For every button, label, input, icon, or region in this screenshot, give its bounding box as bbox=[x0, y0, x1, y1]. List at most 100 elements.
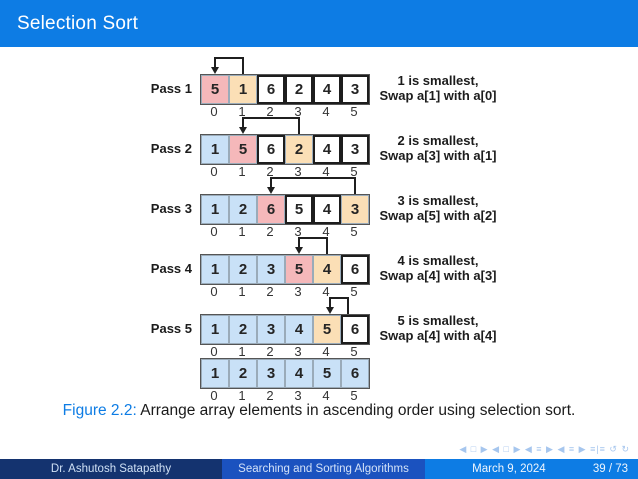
array-cell: 2 bbox=[229, 255, 257, 284]
index-label: 1 bbox=[238, 388, 246, 403]
array-cell: 2 bbox=[229, 315, 257, 344]
array-cell: 3 bbox=[257, 255, 285, 284]
pass-label: Pass 1 bbox=[150, 81, 192, 96]
array-cell: 1 bbox=[201, 359, 229, 388]
swap-note: 2 is smallest,Swap a[3] with a[1] bbox=[372, 133, 504, 163]
index-label: 1 bbox=[238, 164, 246, 179]
index-label: 4 bbox=[322, 388, 330, 403]
swap-note: 4 is smallest,Swap a[4] with a[3] bbox=[372, 253, 504, 283]
caption-text: Arrange array elements in ascending orde… bbox=[140, 402, 576, 419]
footer-page-number: 39 / 73 bbox=[592, 463, 628, 475]
swap-note-line: 5 is smallest, bbox=[397, 313, 479, 328]
index-label: 0 bbox=[210, 104, 218, 119]
pass-label: Pass 5 bbox=[150, 321, 192, 336]
array-cell: 4 bbox=[285, 359, 313, 388]
array-cell: 1 bbox=[201, 255, 229, 284]
array-cell: 3 bbox=[257, 359, 285, 388]
array-cell: 4 bbox=[313, 195, 341, 224]
array-cell: 4 bbox=[313, 135, 341, 164]
array-cell: 6 bbox=[341, 255, 369, 284]
swap-arrow-shaft bbox=[214, 57, 216, 68]
index-label: 2 bbox=[266, 224, 274, 239]
array-cell: 5 bbox=[229, 135, 257, 164]
index-label: 4 bbox=[322, 344, 330, 359]
index-label: 2 bbox=[266, 164, 274, 179]
swap-arrow-line bbox=[242, 117, 300, 119]
array-cell: 6 bbox=[257, 75, 285, 104]
index-label: 3 bbox=[294, 344, 302, 359]
swap-arrow-source bbox=[354, 177, 356, 194]
swap-arrow-line bbox=[214, 57, 244, 59]
index-label: 3 bbox=[294, 224, 302, 239]
index-label: 4 bbox=[322, 224, 330, 239]
swap-arrow-shaft bbox=[242, 117, 244, 128]
swap-note-line: 3 is smallest, bbox=[397, 193, 479, 208]
pass-label: Pass 4 bbox=[150, 261, 192, 276]
swap-arrow-shaft bbox=[329, 297, 332, 308]
array-cell: 4 bbox=[285, 315, 313, 344]
array-cell: 3 bbox=[341, 135, 369, 164]
array-cell: 2 bbox=[229, 359, 257, 388]
footer-doc-title: Searching and Sorting Algorithms bbox=[222, 459, 425, 479]
footer-doc-title-label: Searching and Sorting Algorithms bbox=[238, 463, 409, 475]
swap-arrow-shaft bbox=[270, 177, 272, 188]
swap-arrowhead-icon bbox=[326, 307, 335, 314]
swap-arrowhead-icon bbox=[267, 187, 275, 194]
swap-note-line: 2 is smallest, bbox=[397, 133, 479, 148]
swap-arrow-source bbox=[298, 117, 300, 134]
index-label: 4 bbox=[322, 284, 330, 299]
index-label: 3 bbox=[294, 104, 302, 119]
swap-arrow-line bbox=[270, 177, 356, 179]
slide-title-bar: Selection Sort bbox=[0, 0, 638, 47]
footer-author-label: Dr. Ashutosh Satapathy bbox=[50, 463, 172, 475]
index-label: 1 bbox=[238, 284, 246, 299]
index-label: 1 bbox=[238, 344, 246, 359]
swap-note-line: 4 is smallest, bbox=[397, 253, 479, 268]
swap-arrow-source bbox=[242, 57, 244, 74]
array-cell: 1 bbox=[201, 315, 229, 344]
swap-note-line: 1 is smallest, bbox=[397, 73, 479, 88]
array-cell: 6 bbox=[341, 359, 369, 388]
array-cell: 4 bbox=[313, 75, 341, 104]
array-cell: 6 bbox=[341, 315, 369, 344]
caption-label: Figure 2.2: bbox=[62, 402, 137, 419]
swap-note: 5 is smallest,Swap a[4] with a[4] bbox=[372, 313, 504, 343]
swap-note-line: Swap a[4] with a[4] bbox=[379, 328, 497, 343]
pass-label: Pass 2 bbox=[150, 141, 192, 156]
swap-arrow-line bbox=[329, 297, 349, 299]
index-label: 0 bbox=[210, 284, 218, 299]
index-label: 3 bbox=[294, 284, 302, 299]
array-cell: 5 bbox=[285, 195, 313, 224]
array-cell: 1 bbox=[229, 75, 257, 104]
index-label: 5 bbox=[350, 164, 358, 179]
swap-arrow-source bbox=[326, 237, 328, 254]
swap-note: 3 is smallest,Swap a[5] with a[2] bbox=[372, 193, 504, 223]
swap-arrow-line bbox=[298, 237, 328, 239]
index-label: 4 bbox=[322, 104, 330, 119]
array-cell: 5 bbox=[313, 359, 341, 388]
footer-date-page: March 9, 2024 39 / 73 bbox=[425, 459, 638, 479]
footer-date: March 9, 2024 bbox=[472, 463, 546, 475]
beamer-nav-symbols[interactable]: ◀ □ ▶ ◀ □ ▶ ◀ ≡ ▶ ◀ ≡ ▶ ≡|≡ ↺ ↻ bbox=[459, 444, 630, 454]
pass-label: Pass 3 bbox=[150, 201, 192, 216]
array-cell: 6 bbox=[257, 195, 285, 224]
index-label: 1 bbox=[238, 224, 246, 239]
array-cell: 5 bbox=[313, 315, 341, 344]
index-label: 2 bbox=[266, 284, 274, 299]
array-cell: 2 bbox=[285, 135, 313, 164]
swap-note-line: Swap a[4] with a[3] bbox=[379, 268, 497, 283]
index-label: 0 bbox=[210, 164, 218, 179]
